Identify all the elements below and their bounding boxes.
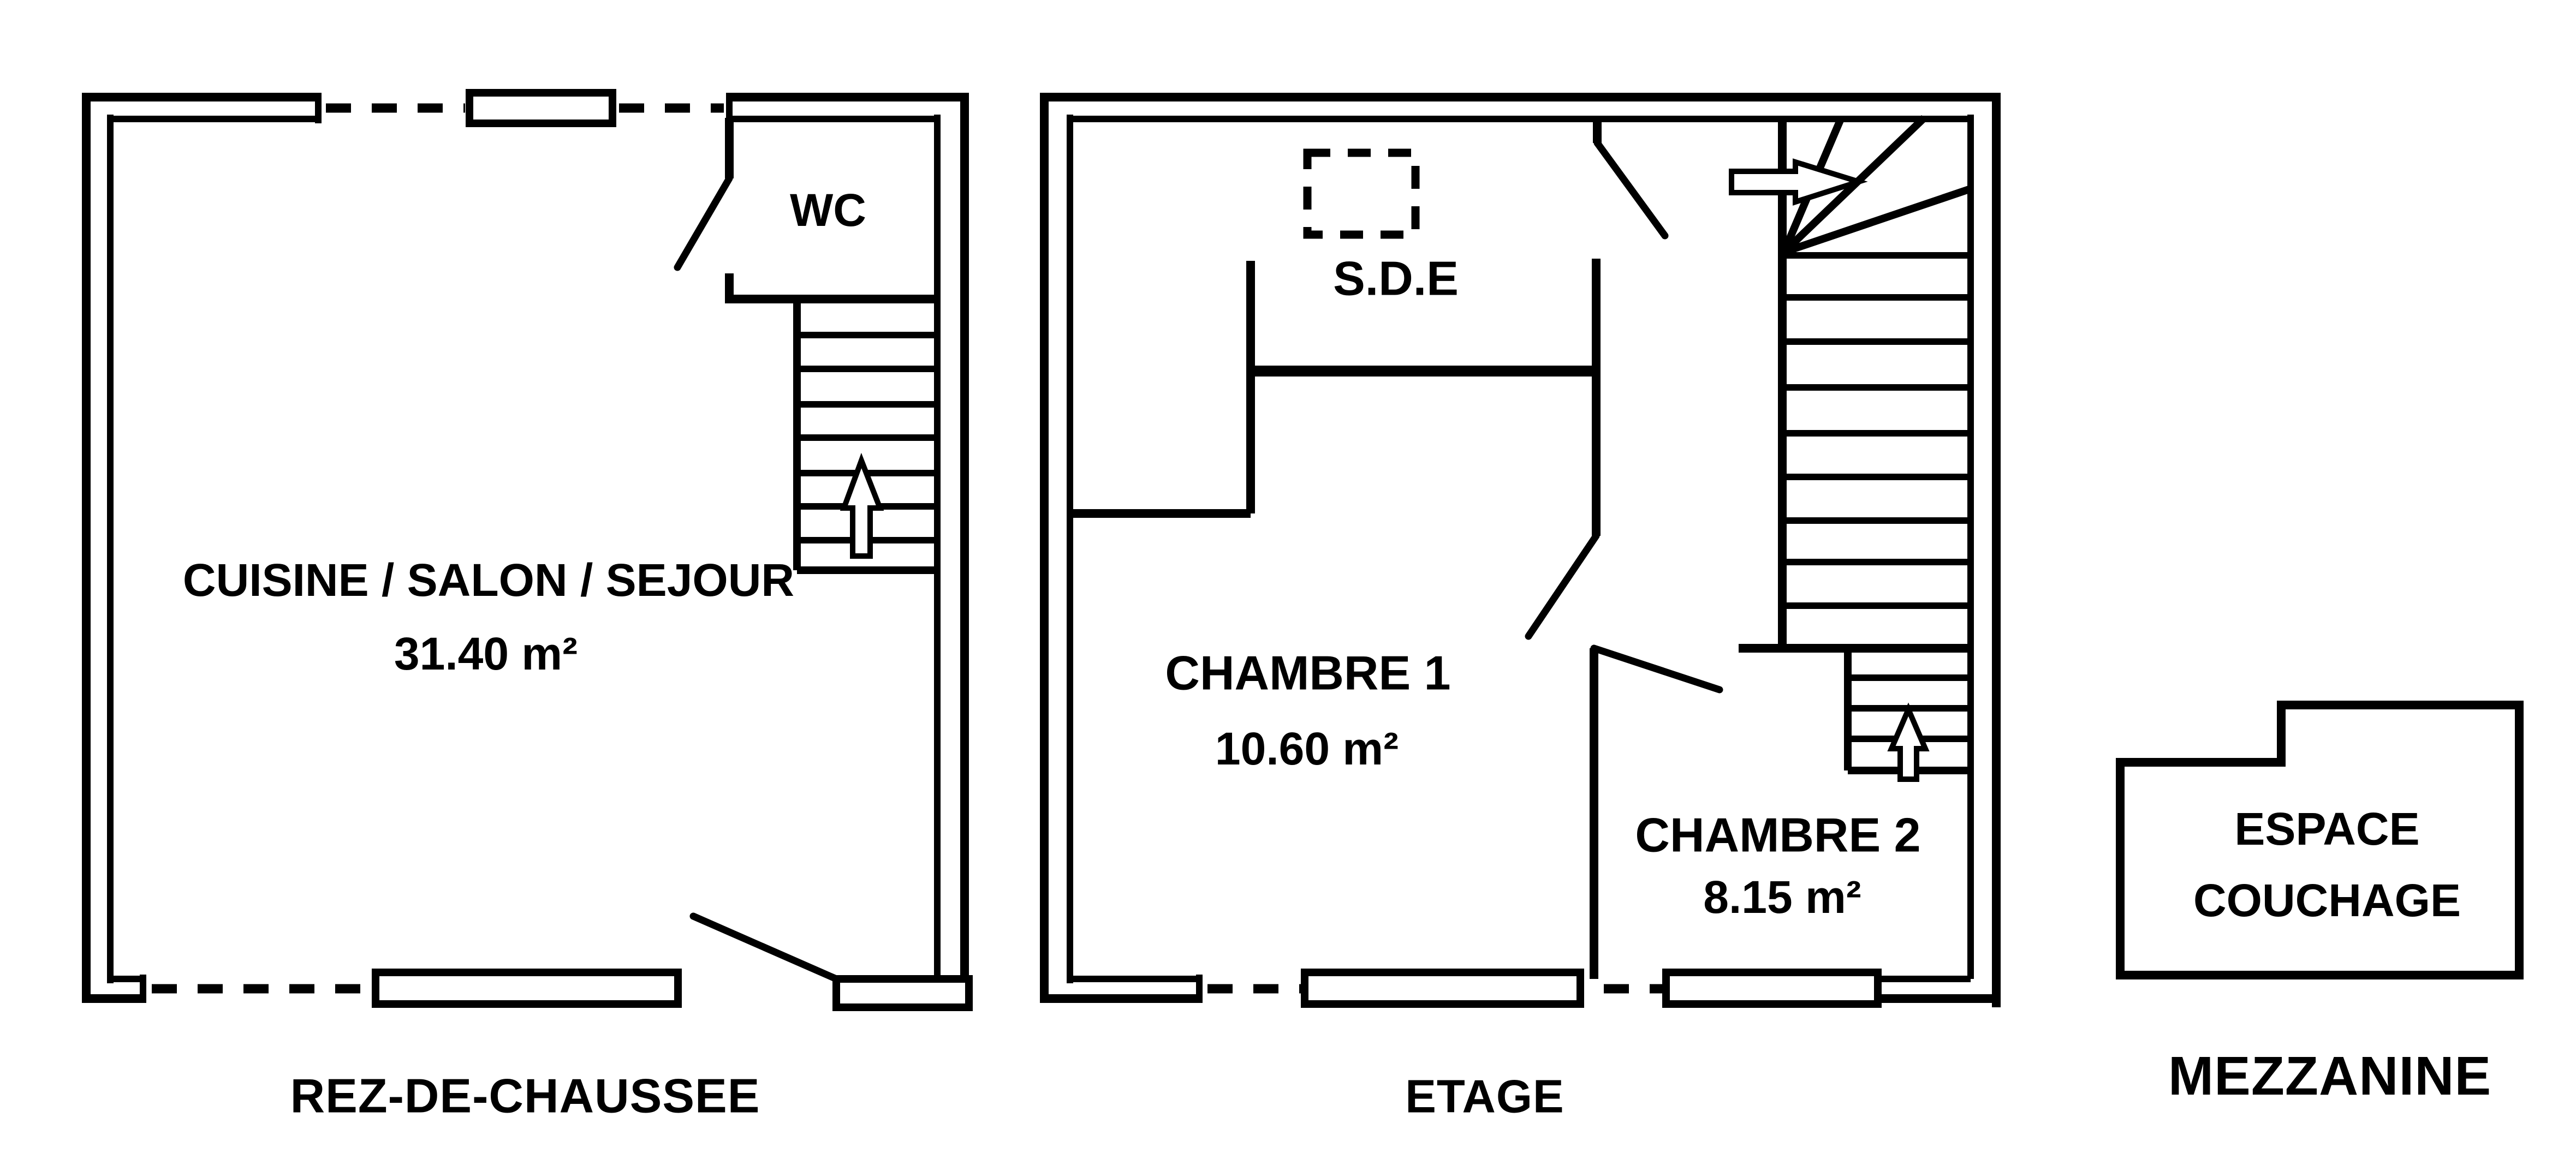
rdc-wc-partition xyxy=(674,118,937,303)
window xyxy=(1301,969,1584,1008)
floor-label-rdc: REZ-DE-CHAUSSEE xyxy=(290,1069,760,1123)
chambre2-door-swing xyxy=(1590,644,1723,694)
stairs-up-arrow-icon xyxy=(840,452,884,559)
room-label-sde: S.D.E xyxy=(1333,252,1459,306)
stair-winder xyxy=(1782,185,1972,256)
window xyxy=(466,89,616,127)
rdc-exterior-walls xyxy=(82,89,973,1011)
room-label-wc: WC xyxy=(790,184,866,236)
room-area-chambre2: 8.15 m² xyxy=(1703,871,1861,923)
floor-plan-rdc: WC CUISINE / SALON / SEJOUR 31.40 m² REZ… xyxy=(82,89,973,1123)
floor-plan-etage: S.D.E CHAMBRE 1 10.60 m² CHAMBRE 2 8.15 … xyxy=(1040,93,2001,1123)
etage-exterior-walls xyxy=(1040,93,2001,1008)
wall-stub xyxy=(832,975,973,1011)
floor-label-etage: ETAGE xyxy=(1405,1071,1564,1123)
room-label-espace: ESPACE xyxy=(2234,803,2419,855)
room-area-cuisine-salon-sejour: 31.40 m² xyxy=(394,628,578,679)
room-label-cuisine-salon-sejour: CUISINE / SALON / SEJOUR xyxy=(183,554,794,606)
wc-door-swing xyxy=(674,175,733,271)
room-label-chambre1: CHAMBRE 1 xyxy=(1165,646,1450,700)
skylight-dashed-outline xyxy=(1303,148,1420,239)
rdc-stairs xyxy=(793,299,935,574)
room-label-chambre2: CHAMBRE 2 xyxy=(1635,808,1920,862)
chambre1-door-swing xyxy=(1525,532,1600,640)
mezzanine-outline xyxy=(2116,701,2524,979)
sde-door-swing xyxy=(1593,139,1669,240)
etage-stairs xyxy=(1729,115,1972,782)
entrance-door-swing xyxy=(689,912,840,983)
etage-partitions xyxy=(1070,118,1971,979)
window xyxy=(372,969,682,1008)
stairs-up-arrow-icon xyxy=(1887,702,1930,782)
window xyxy=(1662,969,1882,1008)
room-label-couchage: COUCHAGE xyxy=(2193,875,2461,926)
floor-label-mezzanine: MEZZANINE xyxy=(2168,1046,2491,1107)
floor-plan-mezzanine: ESPACE COUCHAGE MEZZANINE xyxy=(2116,701,2524,1107)
stairs-entry-right-arrow-icon xyxy=(1729,158,1868,206)
room-area-chambre1: 10.60 m² xyxy=(1215,723,1399,774)
